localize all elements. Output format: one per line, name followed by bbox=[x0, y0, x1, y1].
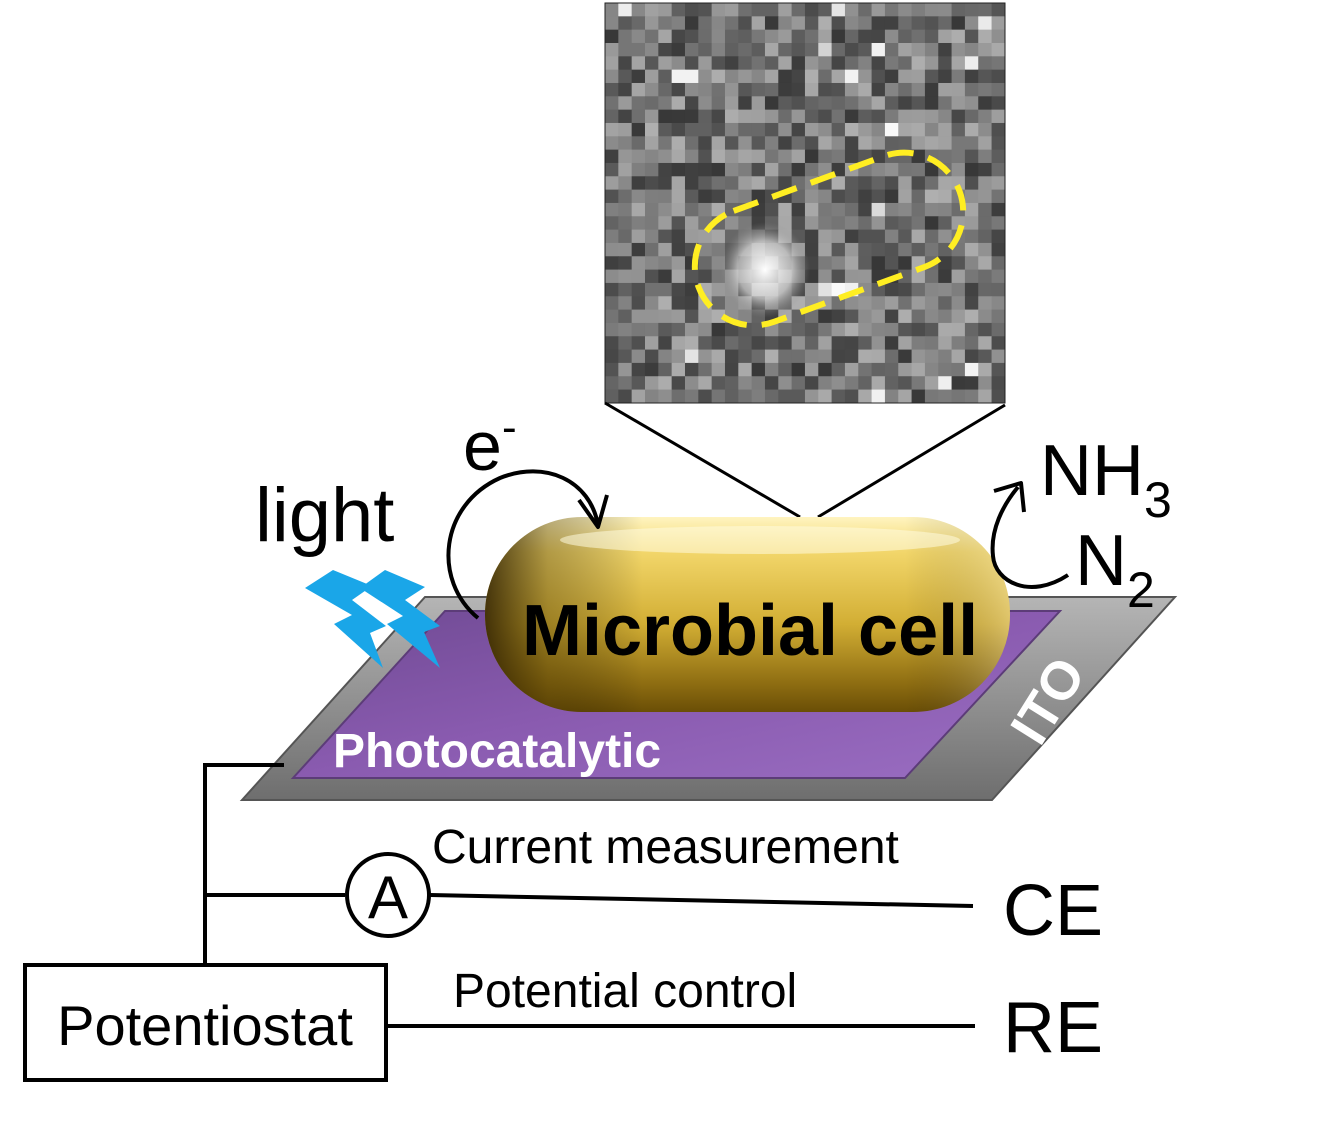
electron-label: e- bbox=[463, 403, 517, 485]
re-label: RE bbox=[1003, 988, 1103, 1068]
electron-arrowhead-icon bbox=[577, 494, 609, 529]
zoom-line-left bbox=[604, 401, 801, 519]
bright-spot bbox=[720, 222, 810, 318]
ce-label: CE bbox=[1003, 871, 1103, 951]
n2-label: N2 bbox=[1075, 521, 1155, 618]
potential-control-label: Potential control bbox=[453, 965, 797, 1018]
light-label: light bbox=[255, 473, 394, 558]
current-measurement-label: Current measurement bbox=[432, 821, 899, 874]
microbial-cell bbox=[485, 517, 1010, 712]
circuit-wiring bbox=[203, 763, 975, 1028]
ammeter-label: A bbox=[368, 864, 408, 931]
photocatalytic-label-line2: material bbox=[370, 774, 554, 827]
conversion-arrow-icon bbox=[990, 485, 1070, 589]
ammeter-icon bbox=[345, 852, 431, 938]
cell-highlight-outline bbox=[691, 149, 967, 329]
nh3-label: NH3 bbox=[1040, 431, 1172, 528]
zoom-line-right bbox=[817, 403, 1006, 519]
microscope-image bbox=[604, 2, 1006, 404]
photocatalytic-label-clipped-wrap: material bbox=[370, 774, 554, 827]
potentiostat-box bbox=[23, 963, 388, 1082]
microscope-frame bbox=[604, 2, 1006, 404]
electron-arrow-icon bbox=[446, 469, 600, 620]
potentiostat-label: Potentiostat bbox=[57, 994, 353, 1057]
conversion-arrowhead-icon bbox=[993, 481, 1026, 513]
lightning-bolt-icon bbox=[305, 570, 440, 668]
pixel-noise bbox=[605, 3, 1005, 403]
photocatalytic-label: Photocatalytic bbox=[333, 725, 661, 778]
microbial-cell-label: Microbial cell bbox=[522, 591, 978, 671]
